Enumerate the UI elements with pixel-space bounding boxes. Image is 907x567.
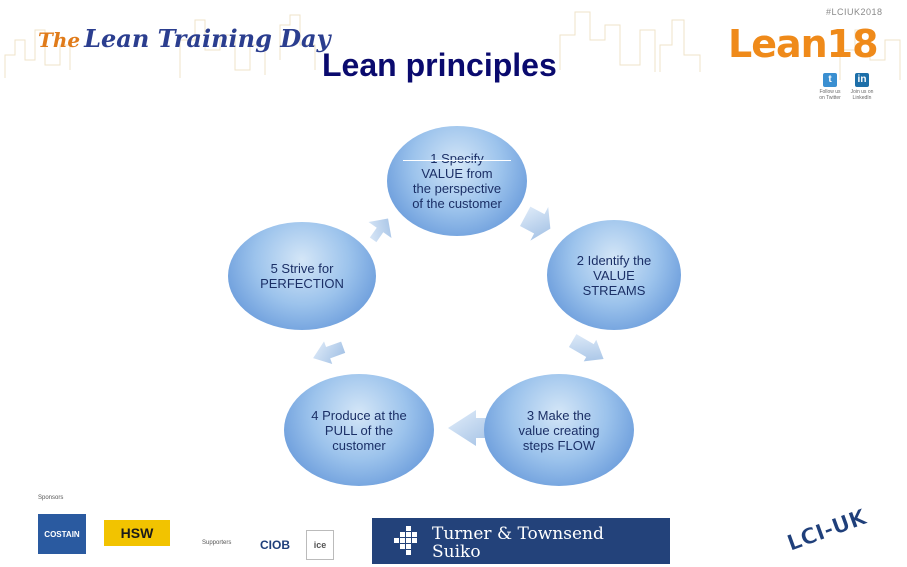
node-1-line: of the customer: [412, 196, 502, 211]
node-1-line: VALUE from: [421, 166, 493, 181]
node-3-line: value creating: [518, 422, 600, 438]
ciob-logo: CIOB: [252, 536, 298, 554]
arrow-2-to-3: [568, 334, 604, 362]
node-4-line: PULL of the: [324, 422, 394, 438]
node-2-line: STREAMS: [582, 282, 646, 298]
hsw-logo-text: HSW: [120, 525, 154, 541]
twitter-link[interactable]: t Follow us on Twitter: [816, 73, 844, 101]
brand-the-text: The: [38, 28, 81, 52]
lci-uk-logo-text: LCI-UK: [784, 505, 871, 550]
lci-uk-logo: LCI-UK: [784, 504, 871, 550]
node-5-line: 5 Strive for: [270, 261, 334, 276]
node-strive-for-perfection: 5 Strive for PERFECTION: [228, 222, 376, 330]
node-1-line: the perspective: [412, 181, 502, 196]
node-2-line: 2 Identify the: [576, 252, 652, 268]
sponsors-label: Sponsors: [38, 495, 64, 501]
twitter-label: Follow us on Twitter: [819, 89, 841, 101]
node-4-line: customer: [332, 437, 386, 453]
node-3-line: 3 Make the: [526, 407, 592, 423]
ice-logo: ice: [306, 530, 334, 560]
arrow-4-to-5: [313, 341, 346, 364]
costain-logo: COSTAIN: [38, 514, 86, 554]
tt-name-line2: Suiko: [432, 542, 481, 562]
node-make-flow: 3 Make the value creating steps FLOW: [484, 374, 634, 486]
arrow-5-to-1: [368, 218, 392, 243]
event-hashtag: #LCIUK2018: [826, 7, 883, 17]
linkedin-link[interactable]: in Join us on LinkedIn: [848, 73, 876, 101]
brand-name-text: Lean Training Day: [84, 24, 331, 53]
city-skyline-decoration: [4, 11, 901, 80]
hsw-logo: HSW: [104, 520, 170, 546]
linkedin-label: Join us on LinkedIn: [850, 89, 874, 101]
node-3-line: steps FLOW: [522, 437, 596, 453]
node-1-divider: [403, 160, 511, 161]
turner-townsend-suiko-logo: Turner & Townsend Suiko: [372, 518, 670, 564]
node-produce-at-pull: 4 Produce at the PULL of the customer: [284, 374, 434, 486]
tt-name-line1: Turner & Townsend: [432, 524, 604, 544]
twitter-icon: t: [823, 73, 837, 87]
lean18-logo: Lean18: [728, 22, 879, 66]
node-specify-value: 1 Specify VALUE from the perspective of …: [387, 126, 527, 236]
arrow-1-to-2: [520, 206, 551, 241]
node-2-line: VALUE: [593, 267, 635, 283]
ice-logo-text: ice: [313, 540, 327, 550]
ciob-logo-text: CIOB: [260, 538, 290, 552]
page-title: Lean principles: [322, 47, 557, 83]
node-5-line: PERFECTION: [260, 276, 344, 291]
supporters-label: Supporters: [202, 540, 232, 546]
linkedin-icon: in: [855, 73, 869, 87]
node-identify-value-streams: 2 Identify the VALUE STREAMS: [547, 220, 681, 330]
tt-grid-icon: [394, 526, 417, 555]
costain-logo-text: COSTAIN: [44, 529, 80, 539]
node-4-line: 4 Produce at the: [311, 407, 407, 423]
node-1-line: 1 Specify: [430, 151, 484, 166]
